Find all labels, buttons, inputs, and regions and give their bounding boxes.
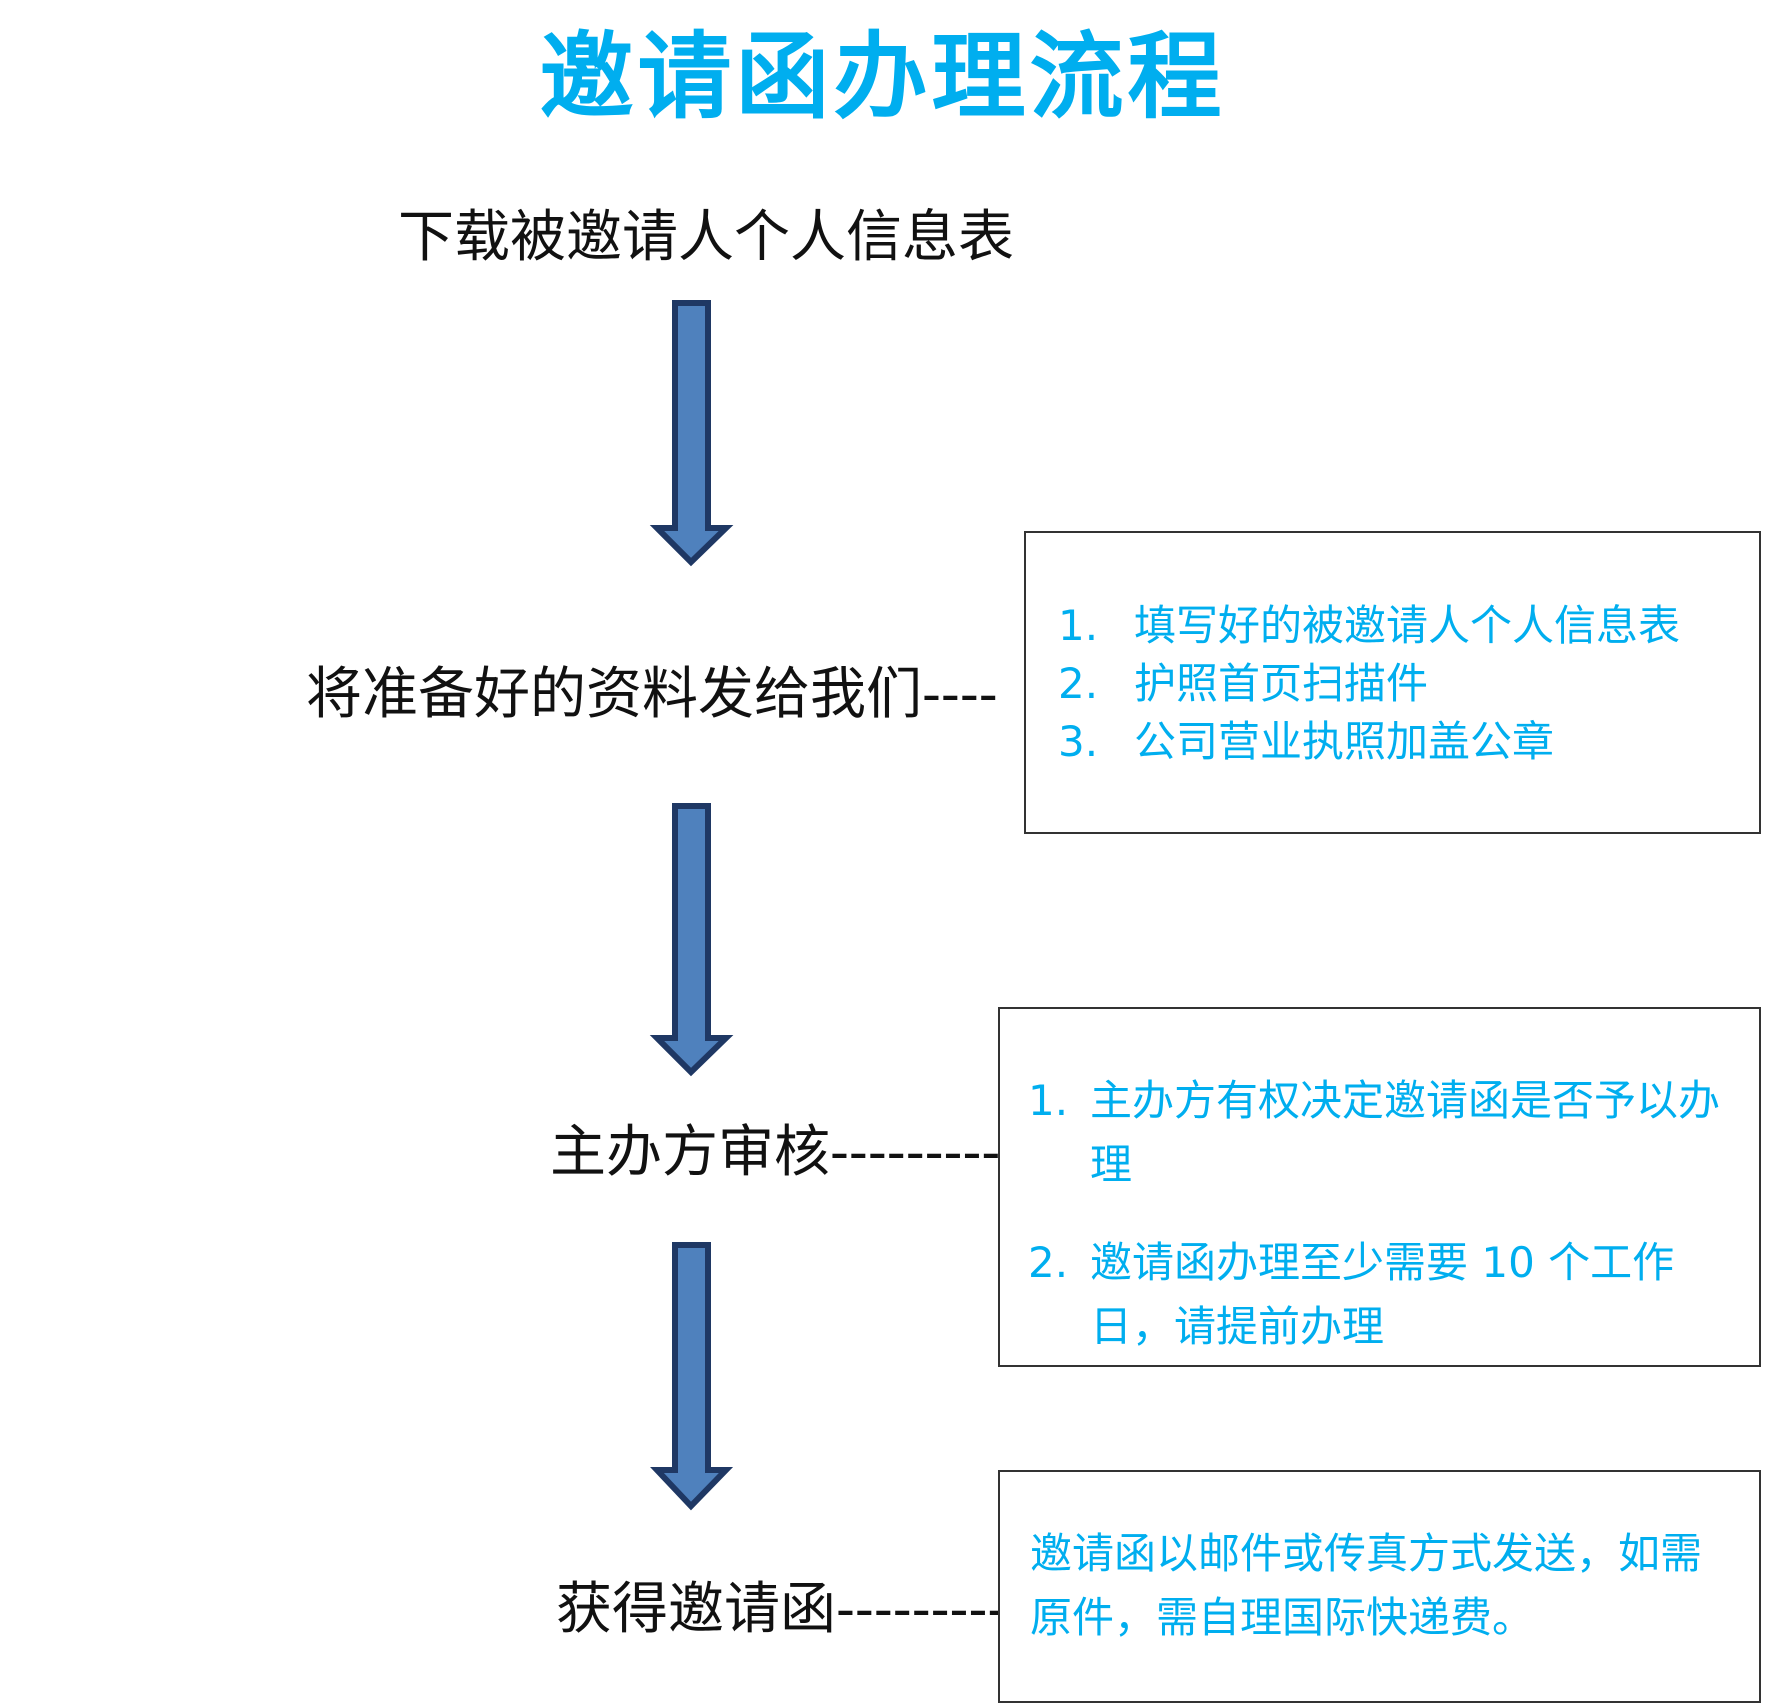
- step-download-form: 下载被邀请人个人信息表: [398, 205, 1014, 270]
- list-text: 护照首页扫描件: [1134, 659, 1429, 708]
- list-text: 邀请函办理至少需要 10 个工作日，请提前办理: [1090, 1238, 1675, 1351]
- note-delivery: 邀请函以邮件或传真方式发送，如需原件，需自理国际快递费。: [998, 1470, 1761, 1703]
- note-review-policy: 1. 主办方有权决定邀请函是否予以办理 2. 邀请函办理至少需要 10 个工作日…: [998, 1007, 1761, 1367]
- list-number: 3.: [1058, 717, 1099, 766]
- step-send-materials: 将准备好的资料发给我们----: [306, 660, 998, 730]
- arrow-down-icon-3: [650, 1242, 734, 1511]
- list-item: 1. 填写好的被邀请人个人信息表: [1058, 597, 1739, 655]
- arrow-down-icon-1: [649, 300, 734, 567]
- step-organizer-review-label: 主办方审核: [550, 1120, 830, 1185]
- step-receive-invitation: 获得邀请函----------: [556, 1575, 1025, 1645]
- list-text: 主办方有权决定邀请函是否予以办理: [1090, 1076, 1721, 1189]
- list-number: 2.: [1058, 659, 1099, 708]
- list-number: 1.: [1058, 601, 1099, 650]
- note-required-materials: 1. 填写好的被邀请人个人信息表 2. 护照首页扫描件 3. 公司营业执照加盖公…: [1024, 531, 1761, 834]
- step-send-materials-label: 将准备好的资料发给我们: [306, 662, 922, 727]
- list-text: 填写好的被邀请人个人信息表: [1134, 601, 1681, 650]
- list-number: 2.: [1028, 1238, 1069, 1287]
- list-text: 公司营业执照加盖公章: [1134, 717, 1555, 766]
- diagram-title: 邀请函办理流程: [539, 23, 1226, 132]
- step-organizer-review: 主办方审核-----------: [550, 1118, 1038, 1188]
- list-number: 1.: [1028, 1076, 1069, 1125]
- note-delivery-text: 邀请函以邮件或传真方式发送，如需原件，需自理国际快递费。: [1030, 1529, 1703, 1642]
- list-item: 2. 邀请函办理至少需要 10 个工作日，请提前办理: [1028, 1231, 1741, 1359]
- arrow-down-icon-2: [649, 803, 734, 1077]
- step-receive-invitation-label: 获得邀请函: [556, 1577, 836, 1642]
- list-item: 3. 公司营业执照加盖公章: [1058, 713, 1739, 771]
- connector-receive: ----------: [836, 1577, 1026, 1642]
- list-item: 1. 主办方有权决定邀请函是否予以办理: [1028, 1069, 1741, 1197]
- connector-send: ----: [922, 662, 998, 727]
- list-item: 2. 护照首页扫描件: [1058, 655, 1739, 713]
